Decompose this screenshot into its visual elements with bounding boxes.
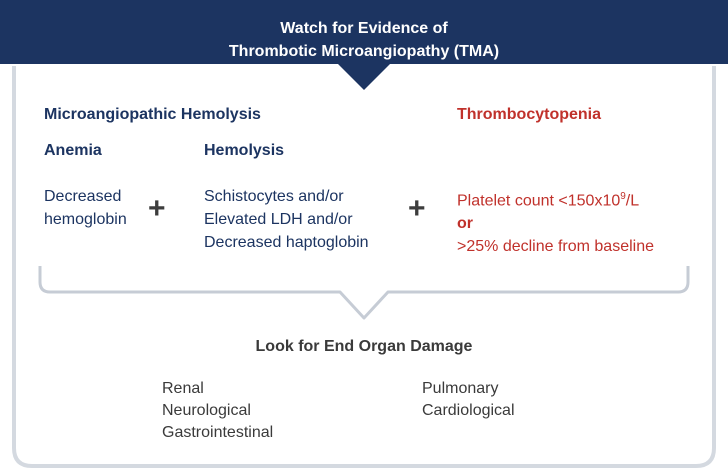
end-organ-title: Look for End Organ Damage — [255, 338, 473, 355]
hemolysis-section-title: Microangiopathic Hemolysis — [44, 106, 261, 123]
plus-sign-1: + — [148, 192, 166, 225]
decline-criterion: >25% decline from baseline — [457, 238, 655, 256]
hemolysis-line-3: Decreased haptoglobin — [204, 234, 369, 251]
end-organ-item-gastrointestinal: Gastrointestinal — [162, 424, 274, 441]
platelet-count-suffix: /L — [625, 192, 640, 210]
end-organ-item-neurological: Neurological — [162, 402, 251, 419]
anemia-line-2: hemoglobin — [44, 211, 127, 228]
header-title-line-1: Watch for Evidence of — [280, 20, 448, 37]
anemia-heading: Anemia — [44, 142, 102, 159]
plus-sign-2: + — [408, 192, 426, 225]
hemolysis-heading: Hemolysis — [204, 142, 285, 159]
end-organ-item-cardiological: Cardiological — [422, 402, 515, 419]
end-organ-item-renal: Renal — [162, 380, 204, 397]
thrombocytopenia-title: Thrombocytopenia — [457, 106, 602, 123]
platelet-count-prefix: Platelet count <150x10 — [457, 192, 621, 210]
grouping-bracket — [38, 266, 690, 320]
end-organ-item-pulmonary: Pulmonary — [422, 380, 499, 397]
header-banner — [0, 0, 728, 90]
platelet-count-exponent: 9 — [620, 191, 626, 202]
end-organ-left-list: Renal Neurological Gastrointestinal — [162, 378, 273, 444]
thrombocytopenia-criteria: Platelet count <150x109/L or >25% declin… — [457, 185, 654, 258]
header-title: Watch for Evidence of Thrombotic Microan… — [0, 17, 728, 63]
end-organ-right-list: Pulmonary Cardiological — [422, 378, 515, 422]
platelet-count-criterion: Platelet count <150x109/L — [457, 185, 654, 212]
outer-frame-border — [12, 66, 716, 468]
anemia-description: Decreased hemoglobin — [44, 185, 127, 231]
or-label: or — [457, 215, 473, 233]
anemia-line-1: Decreased — [44, 188, 122, 205]
hemolysis-line-1: Schistocytes and/or — [204, 188, 344, 205]
hemolysis-line-2: Elevated LDH and/or — [204, 211, 353, 228]
hemolysis-description: Schistocytes and/or Elevated LDH and/or … — [204, 185, 369, 254]
header-title-line-2: Thrombotic Microangiopathy (TMA) — [228, 43, 500, 60]
